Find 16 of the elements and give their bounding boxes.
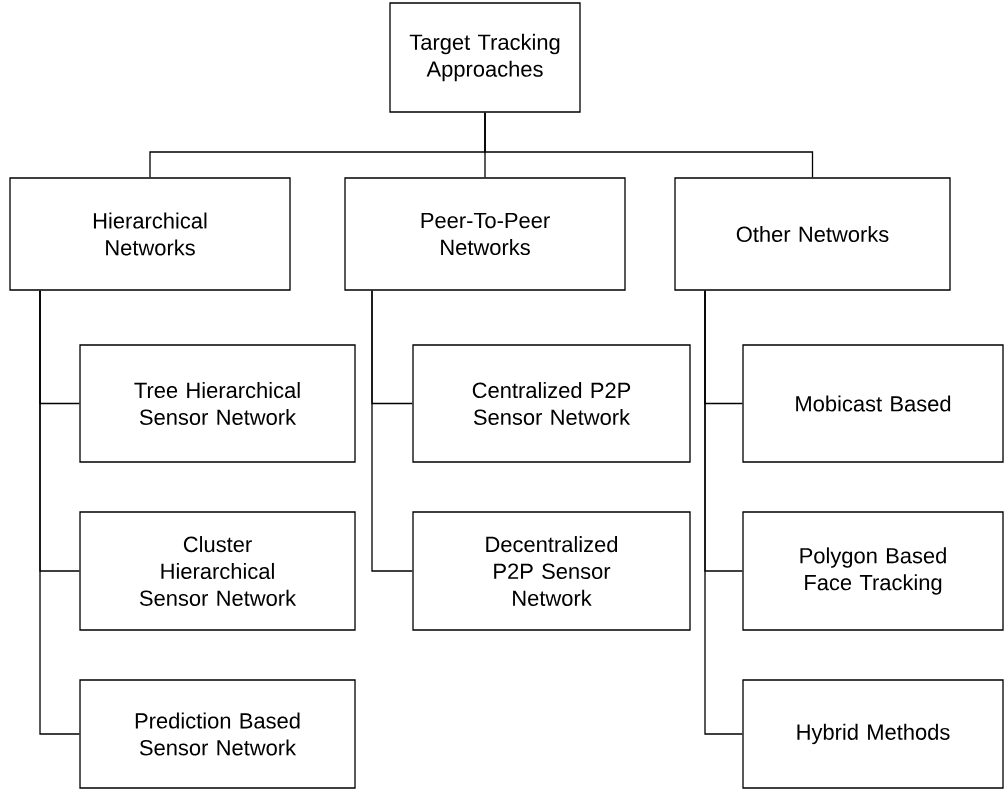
category-box: Peer-To-Peer Networks [344, 177, 626, 291]
connector-line [704, 290, 743, 735]
connector-line [371, 290, 413, 572]
method-box: Tree Hierarchical Sensor Network [79, 344, 356, 463]
category-box: Other Networks [674, 177, 951, 291]
method-box: Prediction Based Sensor Network [79, 679, 356, 789]
method-box: Mobicast Based [742, 344, 1004, 463]
method-box: Hybrid Methods [742, 679, 1004, 789]
connector-line [39, 290, 80, 735]
connector-line [484, 112, 814, 178]
method-box: Polygon Based Face Tracking [742, 511, 1004, 631]
method-box: Cluster Hierarchical Sensor Network [79, 511, 356, 631]
method-box: Centralized P2P Sensor Network [412, 344, 691, 463]
method-box: Decentralized P2P Sensor Network [412, 511, 691, 631]
root-box: Target Tracking Approaches [389, 2, 581, 113]
category-box: Hierarchical Networks [9, 177, 291, 291]
